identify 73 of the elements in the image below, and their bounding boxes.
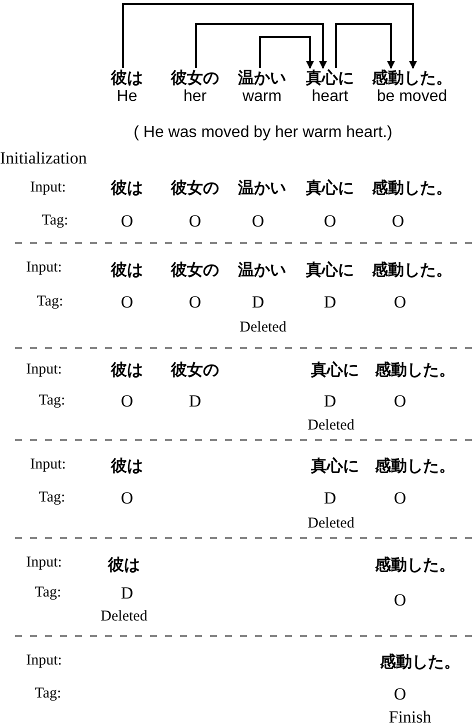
row-label: Input: (30, 458, 66, 472)
input-word: 感動した。 (372, 180, 452, 196)
input-word: 温かい (238, 180, 286, 196)
input-word: 彼は (111, 362, 143, 378)
arrow (259, 36, 314, 69)
input-word: 彼女の (171, 180, 219, 196)
tag-value: O (188, 212, 202, 230)
tag-value: O (394, 490, 406, 506)
tag-value: O (394, 686, 406, 702)
status-note: Deleted (100, 610, 148, 624)
input-word: 感動した。 (380, 654, 460, 670)
status-note: Deleted (240, 320, 286, 336)
tag-value: O (252, 212, 264, 230)
row-label: Input: (26, 556, 62, 570)
tag-value: D (252, 294, 264, 310)
japanese-word: 感動した。 (372, 68, 452, 88)
input-word: 彼は (111, 458, 143, 474)
arrow (195, 23, 327, 69)
arrow (122, 3, 417, 69)
tag-value: D (120, 584, 134, 602)
english-gloss: He (116, 87, 138, 106)
row-label: Tag: (42, 214, 68, 228)
input-word: 真心に (306, 180, 354, 196)
row-label: Tag: (38, 394, 66, 408)
english-gloss: heart (310, 87, 350, 106)
tag-value: O (120, 294, 134, 310)
row-label: Tag: (34, 686, 62, 702)
input-word: 感動した。 (375, 557, 455, 573)
tag-value: O (120, 490, 134, 506)
tag-value: O (394, 592, 406, 608)
translation-text: ( He was moved by her warm heart.) (134, 125, 392, 141)
row-label: Tag: (38, 490, 66, 506)
status-note: Finish (388, 708, 432, 726)
tag-value: D (324, 294, 336, 310)
row-label: Tag: (34, 586, 62, 600)
input-word: 真心に (311, 458, 359, 474)
japanese-word: 真心に (306, 68, 354, 88)
input-word: 彼は (108, 557, 140, 573)
input-word: 感動した。 (375, 362, 455, 378)
tag-value: O (394, 294, 406, 310)
tag-value: D (324, 392, 336, 410)
status-note: Deleted (308, 418, 354, 434)
input-word: 彼は (111, 180, 143, 196)
input-word: 真心に (311, 362, 359, 378)
japanese-word: 温かい (238, 68, 286, 88)
input-word: 温かい (238, 262, 286, 278)
japanese-word: 彼女の (171, 68, 219, 88)
tag-value: O (188, 294, 202, 310)
section-heading: Initialization (0, 150, 87, 166)
input-word: 彼女の (171, 362, 219, 378)
tag-value: D (324, 490, 336, 506)
tag-value: O (392, 212, 404, 230)
row-label: Input: (26, 362, 62, 378)
tag-value: O (120, 212, 134, 230)
input-word: 感動した。 (372, 262, 452, 278)
input-word: 真心に (306, 262, 354, 278)
english-gloss: warm (241, 87, 283, 106)
row-label: Tag: (36, 294, 64, 310)
row-label: Input: (26, 260, 62, 276)
input-word: 彼女の (171, 262, 219, 278)
japanese-word: 彼は (111, 68, 143, 88)
tag-value: D (188, 392, 202, 410)
input-word: 感動した。 (375, 458, 455, 474)
tag-value: O (324, 212, 336, 230)
tag-value: O (120, 392, 134, 410)
english-gloss: her (182, 87, 208, 106)
row-label: Input: (26, 654, 62, 668)
input-word: 彼は (111, 262, 143, 278)
arrow (335, 23, 395, 69)
tag-value: O (394, 392, 406, 410)
english-gloss: be moved (376, 87, 448, 106)
status-note: Deleted (308, 516, 354, 532)
row-label: Input: (30, 180, 66, 196)
